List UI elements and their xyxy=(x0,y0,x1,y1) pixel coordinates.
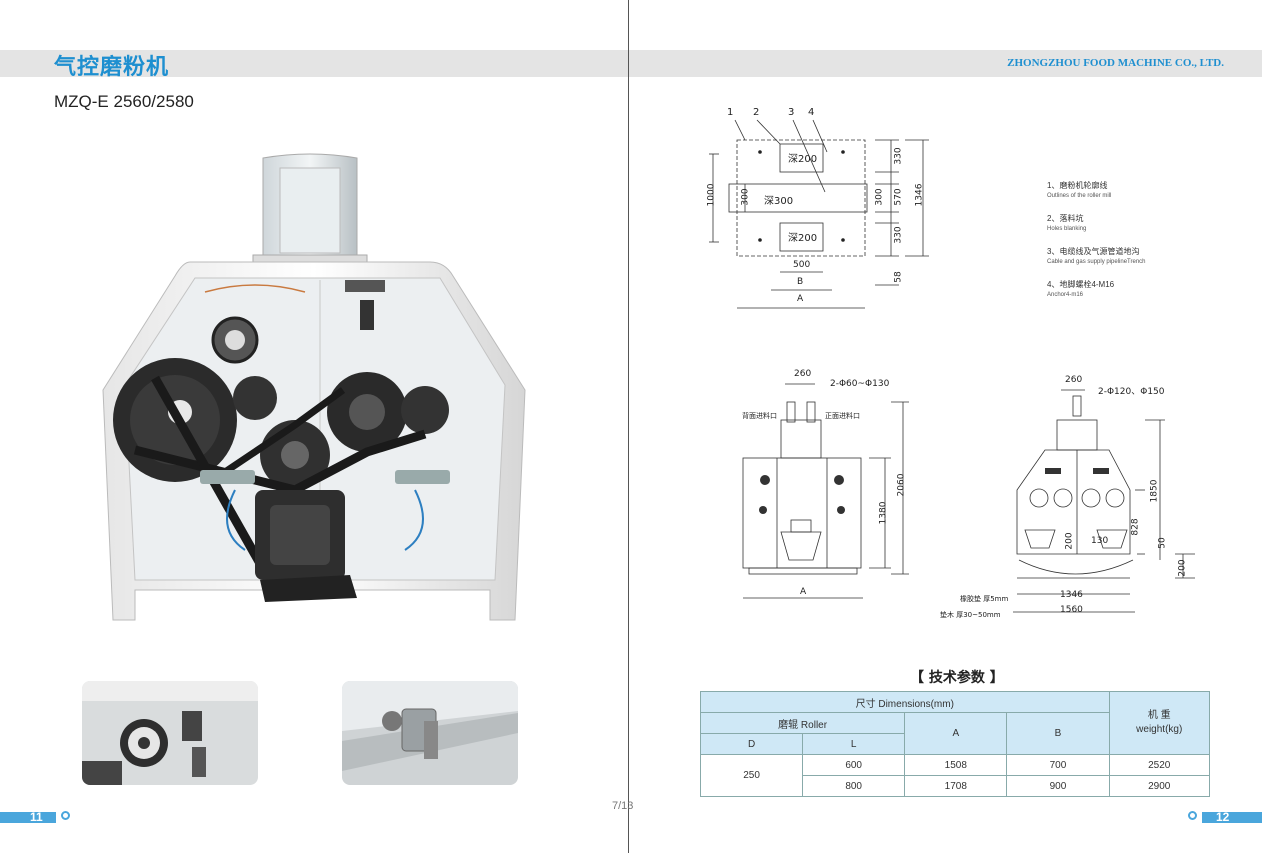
legend-item-2: 2、落料坑 Holes blanking xyxy=(1047,214,1087,232)
legend-item-3: 3、电缆线及气源管道地沟 Cable and gas supply pipeli… xyxy=(1047,247,1146,265)
header-B: B xyxy=(1006,712,1110,755)
left-page-dot-icon xyxy=(61,811,70,820)
page-spine xyxy=(628,0,629,853)
cell-L: 800 xyxy=(802,775,906,797)
side-dim-1850: 1850 xyxy=(1149,479,1160,503)
side-dim-inlet: 2-Φ120、Φ150 xyxy=(1098,387,1165,397)
cell-A: 1708 xyxy=(904,775,1008,797)
model-number: MZQ-E 2560/2580 xyxy=(54,92,194,111)
side-dim-828: 828 xyxy=(1130,518,1141,536)
page-title: 气控磨粉机 xyxy=(54,55,170,80)
front-dim-260: 260 xyxy=(794,369,812,379)
left-header-band xyxy=(0,50,628,77)
machine-photo xyxy=(102,153,526,621)
dim-330-top: 330 xyxy=(893,147,904,165)
side-dim-200-right: 200 xyxy=(1177,559,1188,577)
header-L: L xyxy=(802,733,906,755)
page-counter: 7/13 xyxy=(612,800,634,812)
dim-500: 500 xyxy=(793,260,811,270)
cell-weight: 2520 xyxy=(1108,754,1210,776)
front-label-back-inlet: 背面进料口 xyxy=(742,412,777,420)
right-page-bar xyxy=(1202,812,1262,823)
detail-photo-right xyxy=(342,681,518,785)
foundation-drawing xyxy=(709,119,929,309)
header-D: D xyxy=(699,733,804,755)
detail-photo-left xyxy=(82,681,258,785)
cell-B: 700 xyxy=(1006,754,1110,776)
side-dim-130: 130 xyxy=(1091,536,1109,546)
side-dim-260: 260 xyxy=(1065,375,1083,385)
right-page-dot-icon xyxy=(1188,811,1197,820)
cell-L: 600 xyxy=(802,754,906,776)
cell-B: 900 xyxy=(1006,775,1110,797)
hole-label-middle: 深300 xyxy=(764,196,794,207)
header-weight: 机 重 weight(kg) xyxy=(1108,691,1210,755)
callout-1: 1 xyxy=(727,107,734,118)
header-dimensions: 尺寸 Dimensions(mm) xyxy=(700,691,1110,713)
spec-table: 尺寸 Dimensions(mm) 机 重 weight(kg) 磨辊 Roll… xyxy=(699,691,1210,797)
spec-table-title: 【 技术参数 】 xyxy=(910,670,1004,686)
front-dim-inlet: 2-Φ60~Φ130 xyxy=(830,379,890,389)
legend-item-1: 1、磨粉机轮廓线 Outlines of the roller mill xyxy=(1047,181,1112,199)
callout-2: 2 xyxy=(753,107,760,118)
side-label-rubber: 橡胶垫 厚5mm xyxy=(960,595,1009,603)
left-page-number: 11 xyxy=(30,810,43,824)
front-dim-2060: 2060 xyxy=(896,473,907,497)
dim-B: B xyxy=(797,277,804,287)
header-roller: 磨辊 Roller xyxy=(699,712,906,734)
callout-3: 3 xyxy=(788,107,795,118)
cell-D: 250 xyxy=(699,754,804,797)
legend-item-4: 4、地脚螺栓4-M16 Anchor4-m16 xyxy=(1047,280,1115,298)
hole-label-bottom: 深200 xyxy=(788,233,818,244)
side-dim-200-left: 200 xyxy=(1064,532,1075,550)
dim-A: A xyxy=(797,294,804,304)
side-view-drawing xyxy=(1013,389,1195,613)
side-dim-1346: 1346 xyxy=(1060,590,1083,600)
cell-A: 1508 xyxy=(904,754,1008,776)
dim-570: 570 xyxy=(893,188,904,206)
table-row: 800 1708 900 2900 xyxy=(701,775,1210,797)
side-dim-1560: 1560 xyxy=(1060,605,1083,615)
dim-330-bottom: 330 xyxy=(893,226,904,244)
header-A: A xyxy=(904,712,1008,755)
table-row: 250 600 1508 700 2520 xyxy=(699,754,1210,797)
dim-1000: 1000 xyxy=(706,183,717,207)
hole-label-top: 深200 xyxy=(788,154,818,165)
dim-58: 58 xyxy=(893,271,904,283)
dim-300-left: 300 xyxy=(740,188,751,206)
dim-300-right: 300 xyxy=(874,188,885,206)
front-dim-1380: 1380 xyxy=(878,501,889,525)
side-dim-50: 50 xyxy=(1157,537,1168,549)
front-dim-A: A xyxy=(800,587,807,597)
callout-4: 4 xyxy=(808,107,815,118)
side-label-wood: 垫木 厚30~50mm xyxy=(940,611,1001,619)
right-header-band xyxy=(629,50,1262,77)
right-page-number: 12 xyxy=(1216,810,1230,824)
front-label-front-inlet: 正面进料口 xyxy=(825,412,860,420)
front-view-drawing xyxy=(742,383,909,599)
cell-weight: 2900 xyxy=(1108,775,1210,797)
left-page-bar xyxy=(0,812,56,823)
dim-1346-plan: 1346 xyxy=(914,183,925,207)
company-name: ZHONGZHOU FOOD MACHINE CO., LTD. xyxy=(1007,57,1224,69)
